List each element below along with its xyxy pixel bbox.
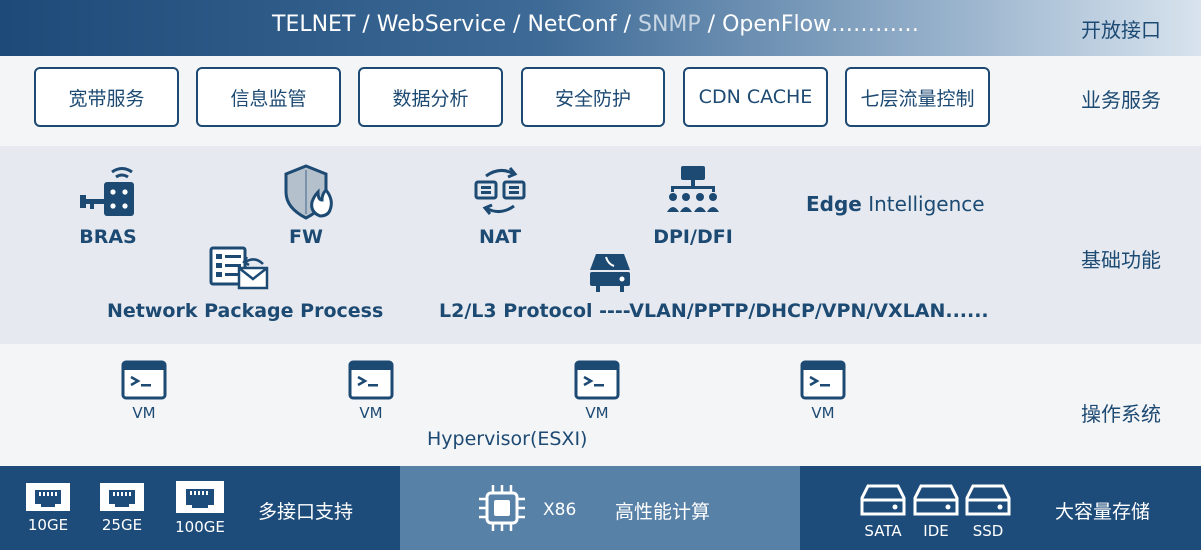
open-interface-layer: TELNET / WebService / NetConf / SNMP / O…	[0, 0, 1201, 56]
info-monitor-button[interactable]: 信息监管	[196, 67, 341, 127]
nat-function: NAT	[460, 162, 540, 248]
port-label: 100GE	[175, 518, 225, 536]
port-100ge: 100GE	[175, 480, 225, 536]
cdn-cache-button[interactable]: CDN CACHE	[683, 67, 828, 127]
nat-label: NAT	[478, 226, 522, 248]
disk-label: IDE	[923, 522, 949, 540]
disk-ssd: SSD	[965, 484, 1011, 540]
port-label: 10GE	[27, 516, 69, 534]
firewall-shield-icon	[284, 164, 333, 220]
dpi-dfi-label: DPI/DFI	[653, 226, 733, 248]
port-label: 25GE	[101, 516, 143, 534]
x86-text: X86	[543, 500, 577, 520]
ethernet-port-icon	[100, 483, 144, 511]
protocol-list: TELNET / WebService / NetConf / SNMP / O…	[272, 12, 919, 37]
compute-text: 高性能计算	[615, 501, 711, 523]
base-function-layer: BRAS FW NAT	[0, 146, 1201, 344]
ethernet-port-icon	[176, 481, 224, 513]
terminal-icon	[574, 360, 620, 400]
security-protection-button[interactable]: 安全防护	[521, 67, 665, 127]
terminal-icon	[348, 360, 394, 400]
business-service-layer: 宽带服务 信息监管 数据分析 安全防护 CDN CACHE 七层流量控制 业务服…	[0, 56, 1201, 146]
compute-panel	[400, 466, 800, 550]
vm-label: VM	[811, 404, 835, 422]
disk-label: SSD	[972, 522, 1004, 540]
hard-drive-icon	[860, 484, 906, 516]
operating-system-label: 操作系统	[1081, 402, 1161, 426]
snmp-text: SNMP	[631, 12, 701, 37]
port-10ge: 10GE	[25, 482, 71, 534]
l2-l3-protocol-text: L2/L3 Protocol ----VLAN/PPTP/DHCP/VPN/VX…	[439, 300, 989, 322]
hierarchy-icon	[667, 166, 719, 212]
fw-label: FW	[289, 226, 323, 248]
hypervisor-text: Hypervisor(ESXI)	[427, 428, 588, 450]
protocols-text: TELNET / WebService / NetConf /	[272, 12, 631, 37]
edge-rest: Intelligence	[861, 192, 985, 216]
vm-1: VM	[121, 360, 167, 422]
bras-icon	[80, 167, 134, 216]
bras-label: BRAS	[79, 226, 137, 248]
vm-label: VM	[132, 404, 156, 422]
hard-drive-icon	[913, 484, 959, 516]
business-service-label: 业务服务	[1081, 88, 1161, 112]
edge-intelligence-text: Edge Intelligence	[806, 192, 985, 216]
data-analysis-button[interactable]: 数据分析	[358, 67, 503, 127]
network-package-process-text: Network Package Process	[107, 300, 384, 322]
storage-text: 大容量存储	[1055, 501, 1151, 523]
base-function-label: 基础功能	[1081, 248, 1161, 272]
disk-sata: SATA	[860, 484, 906, 540]
terminal-icon	[121, 360, 167, 400]
hardware-layer: 10GE 25GE 100GE 多接口支持 X86	[0, 466, 1201, 550]
vm-2: VM	[348, 360, 394, 422]
l7-traffic-control-button[interactable]: 七层流量控制	[845, 67, 990, 127]
openflow-text: / OpenFlow…………	[700, 12, 920, 37]
vm-label: VM	[585, 404, 609, 422]
disk-label: SATA	[864, 522, 902, 540]
vm-label: VM	[359, 404, 383, 422]
operating-system-layer: VM VM VM VM Hypervisor(ESXI) 操作系统	[0, 344, 1201, 466]
ethernet-port-icon	[26, 483, 70, 511]
port-25ge: 25GE	[99, 482, 145, 534]
disk-ide: IDE	[913, 484, 959, 540]
multi-port-text: 多接口支持	[258, 501, 354, 523]
terminal-icon	[800, 360, 846, 400]
dpi-dfi-function: DPI/DFI	[648, 162, 738, 248]
hard-drive-icon	[965, 484, 1011, 516]
vm-4: VM	[800, 360, 846, 422]
open-interface-label: 开放接口	[1081, 18, 1161, 42]
edge-bold: Edge	[806, 192, 862, 216]
fw-function: FW	[266, 162, 346, 248]
cpu-chip-icon	[479, 485, 525, 531]
vm-3: VM	[574, 360, 620, 422]
mail-forward-icon	[209, 246, 269, 290]
network-device-icon	[590, 254, 630, 292]
nat-translate-icon	[474, 167, 526, 215]
bras-function: BRAS	[66, 162, 150, 248]
broadband-service-button[interactable]: 宽带服务	[34, 67, 179, 127]
